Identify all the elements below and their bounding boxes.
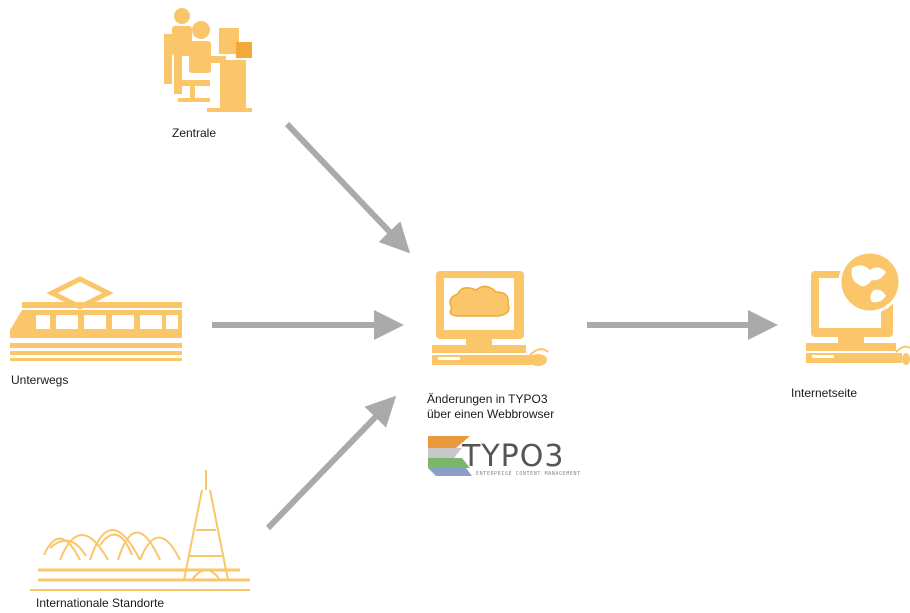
computer-cloud-icon — [432, 271, 549, 366]
node-label-unterwegs: Unterwegs — [11, 373, 68, 387]
node-label-international: Internationale Standorte — [36, 596, 164, 610]
node-label-zentrale: Zentrale — [172, 126, 216, 140]
typo3-tagline: ENTERPRISE CONTENT MANAGEMENT — [476, 471, 581, 477]
computer-globe-icon — [806, 250, 910, 365]
arrow-zentrale-to-editor — [284, 121, 411, 254]
node-label-editor-line2: über einen Webbrowser — [427, 407, 554, 421]
arrow-international-to-editor — [265, 395, 397, 531]
opera-house-eiffel-tower-icon — [30, 470, 250, 591]
typo3-logo: TYPO3 ENTERPRISE CONTENT MANAGEMENT — [428, 436, 581, 477]
typo3-logo-stripes-icon — [428, 436, 472, 476]
arrows — [212, 121, 778, 531]
node-label-internetseite: Internetseite — [791, 386, 857, 400]
office-workers-icon — [164, 8, 252, 112]
train-icon — [10, 276, 182, 361]
typo3-wordmark: TYPO3 — [461, 439, 564, 474]
node-label-editor-line1: Änderungen in TYPO3 — [427, 392, 548, 406]
